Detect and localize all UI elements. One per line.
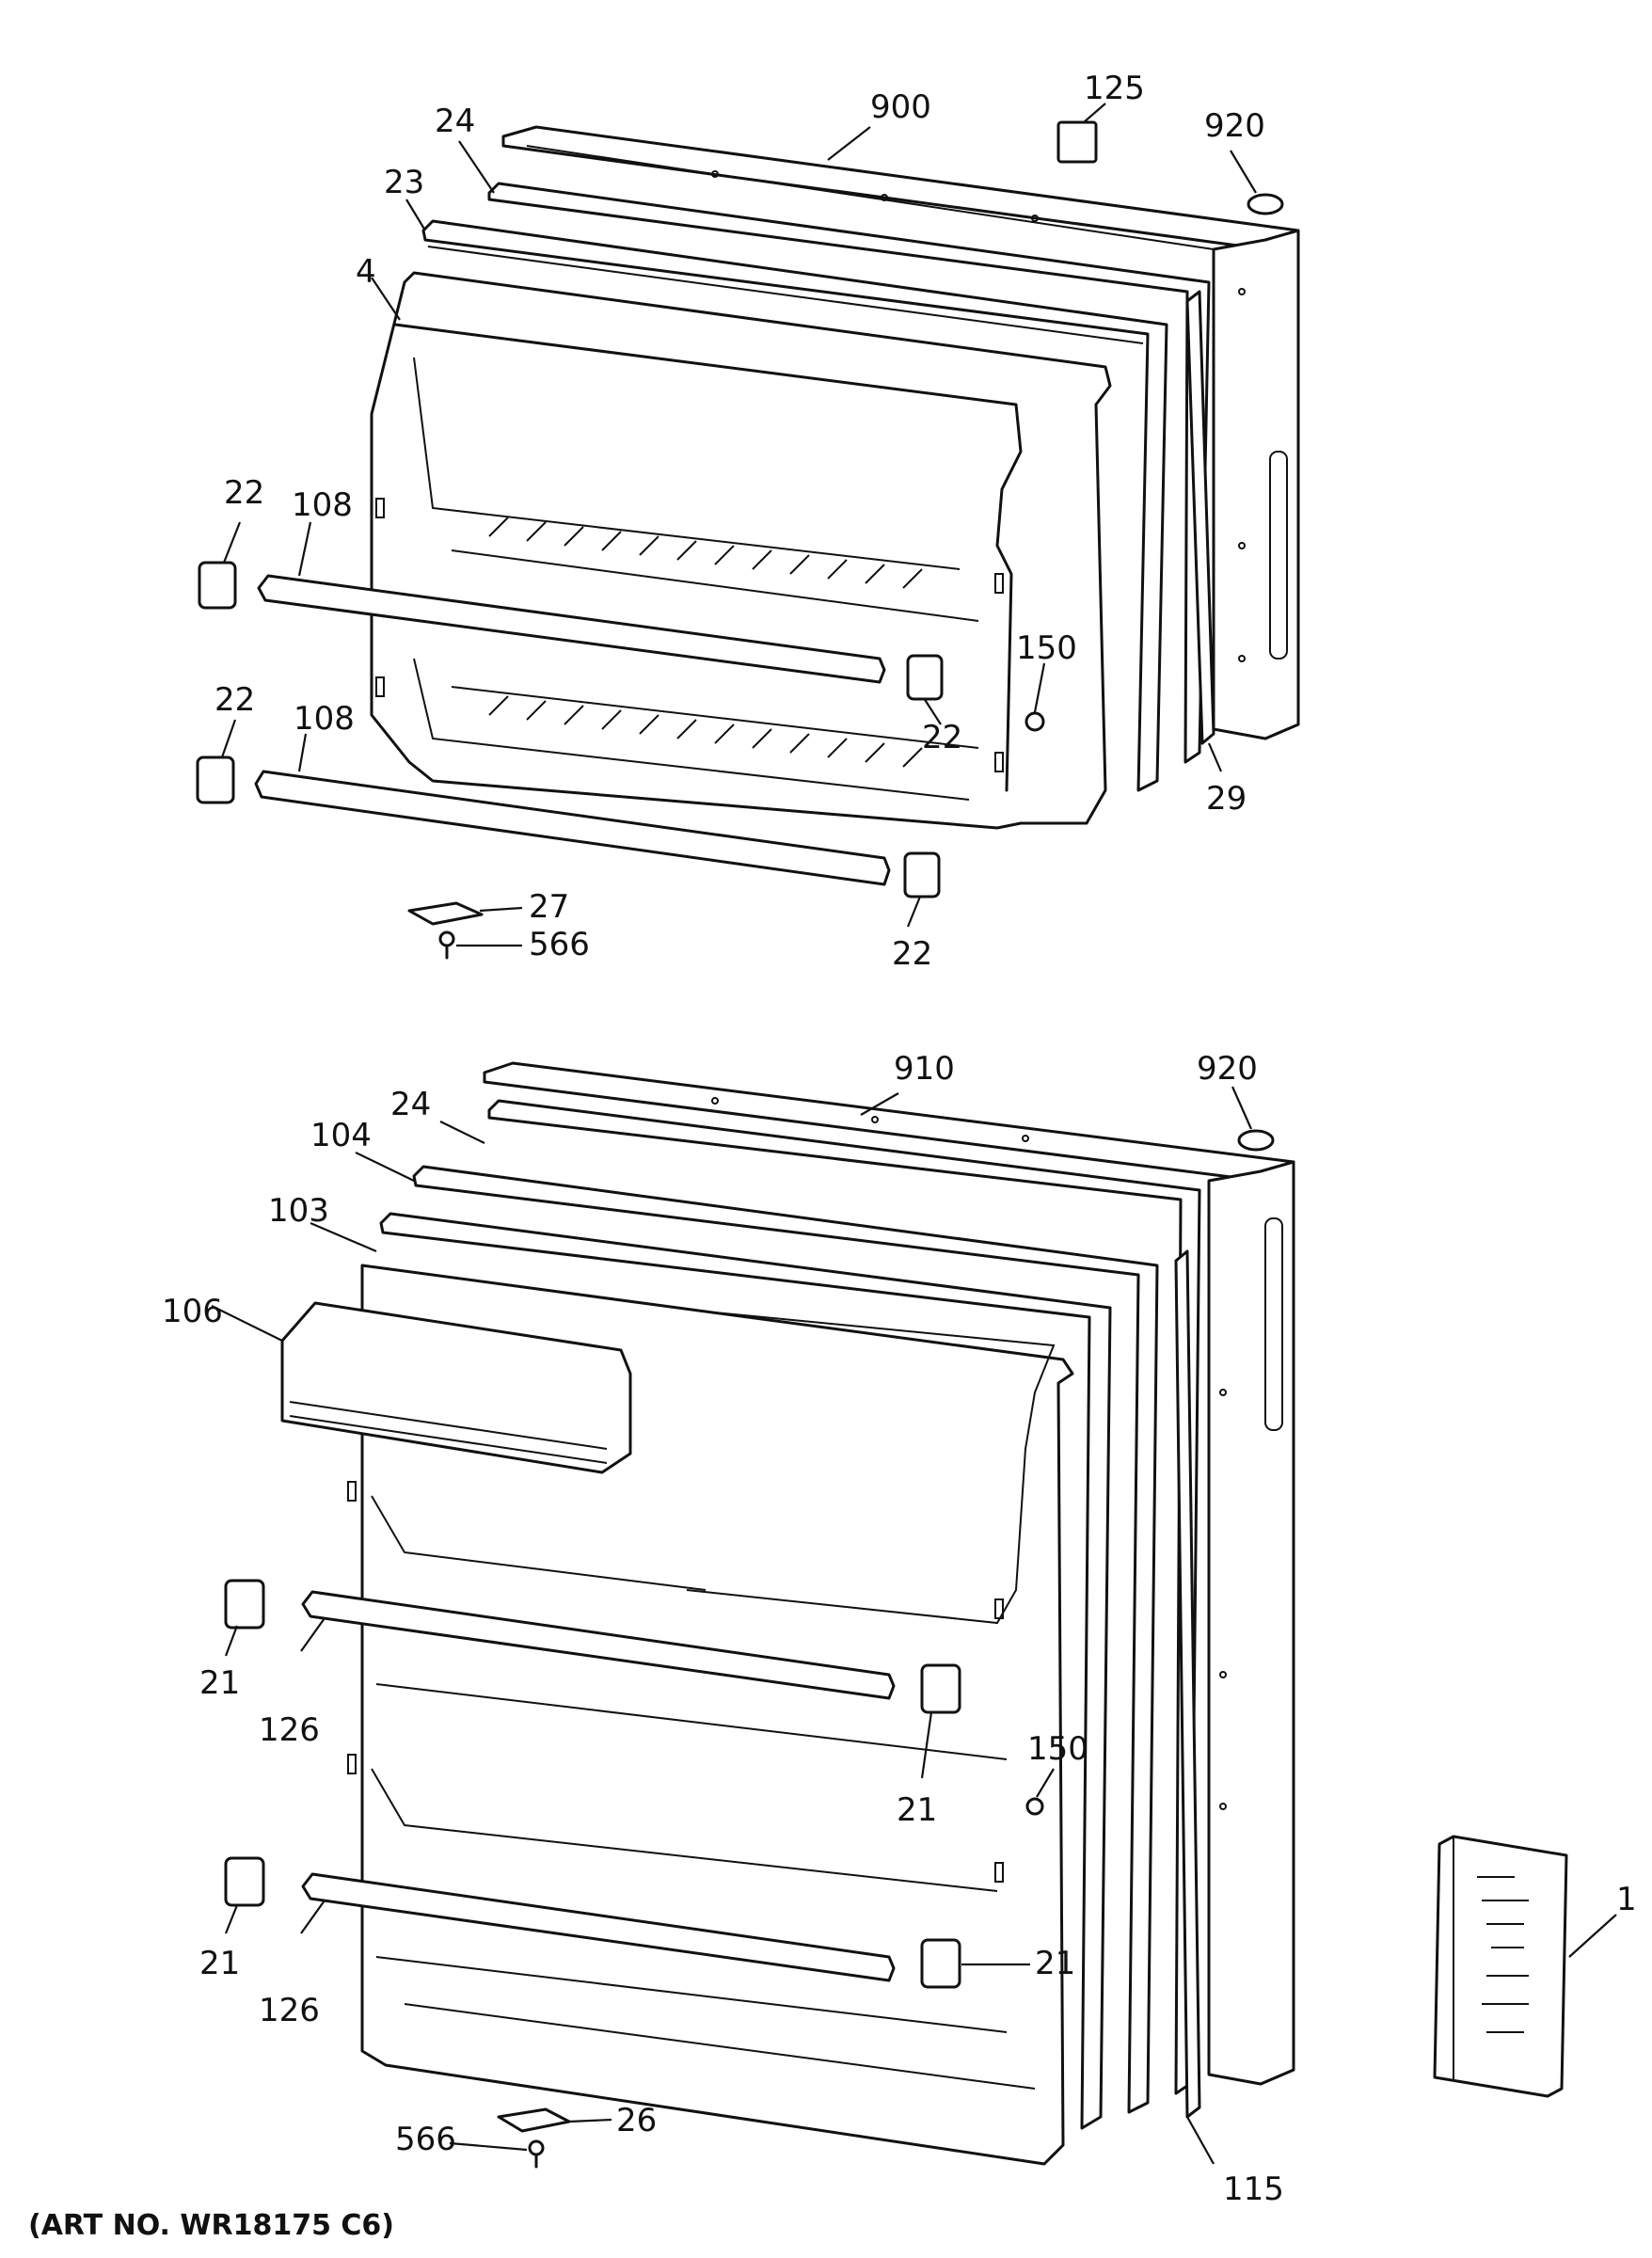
fresh-food-rail-end-cap-right-upper xyxy=(920,1663,961,1714)
fresh-food-door-stop xyxy=(1025,1797,1044,1816)
callout-freezer-gasket: 24 xyxy=(435,103,475,140)
fresh-food-hinge-plate xyxy=(497,2107,571,2133)
fresh-food-outer-door-panel xyxy=(483,1061,1295,2086)
freezer-door-stop xyxy=(1025,711,1045,732)
freezer-outer-door-panel xyxy=(501,125,1300,740)
art-number-label: (ART NO. WR18175 C6) xyxy=(28,2209,394,2242)
fresh-food-door-assembly: 910 920 24 104 103 106 21 126 21 150 21 … xyxy=(162,1050,1637,2208)
callout-fresh-food-screw: 566 xyxy=(395,2121,456,2158)
callout-freezer-nameplate: 125 xyxy=(1084,70,1145,107)
callout-fresh-food-end-cap-left-lower: 21 xyxy=(199,1945,240,1982)
freezer-door-assembly: 900 125 920 24 23 4 22 108 22 108 22 150… xyxy=(196,70,1300,973)
callout-freezer-insulation: 23 xyxy=(384,164,424,201)
callout-fresh-food-end-cap-right-lower: 21 xyxy=(1035,1945,1075,1982)
callout-freezer-door-trim: 29 xyxy=(1206,780,1247,818)
callout-freezer-shelf-rail-lower: 108 xyxy=(294,700,355,738)
freezer-nameplate xyxy=(1056,120,1098,164)
callout-fresh-food-dairy-door: 106 xyxy=(162,1293,223,1330)
freezer-door-liner xyxy=(370,271,1112,830)
freezer-rail-end-cap-left-lower xyxy=(196,755,235,804)
fresh-food-breaker-strip xyxy=(412,1165,1159,2114)
callout-fresh-food-gasket: 24 xyxy=(390,1086,431,1123)
freezer-hinge-plate xyxy=(407,901,484,926)
callout-freezer-hinge-plug: 920 xyxy=(1204,107,1265,145)
callout-fresh-food-shelf-rail-upper: 126 xyxy=(259,1711,320,1749)
freezer-rail-end-cap-right-lower xyxy=(903,851,941,898)
callout-freezer-hinge-plate: 27 xyxy=(529,888,569,926)
freezer-shelf-rail-lower xyxy=(254,770,891,886)
callout-fresh-food-hinge-plate: 26 xyxy=(616,2102,657,2139)
callout-fresh-food-door-trim: 115 xyxy=(1223,2171,1284,2208)
callout-fresh-food-end-cap-right-upper: 21 xyxy=(897,1791,937,1829)
callout-freezer-end-cap-left-lower: 22 xyxy=(214,681,255,719)
callout-freezer-door-liner: 4 xyxy=(356,253,376,291)
freezer-rail-end-cap-left-upper xyxy=(198,561,237,610)
fresh-food-door-liner xyxy=(347,1264,1074,2166)
fresh-food-door-insulation xyxy=(379,1212,1112,2130)
fresh-food-rail-end-cap-right-lower xyxy=(920,1938,961,1989)
freezer-rail-end-cap-right-upper xyxy=(906,654,944,701)
callout-fresh-food-shelf-rail-lower: 126 xyxy=(259,1992,320,2029)
fresh-food-hinge-screw xyxy=(528,2139,545,2169)
callout-owners-manual: 1 xyxy=(1616,1881,1637,1918)
freezer-door-gasket xyxy=(487,182,1211,764)
fresh-food-dairy-door xyxy=(280,1301,632,1474)
callout-freezer-door-stop: 150 xyxy=(1016,629,1077,667)
freezer-hinge-plug xyxy=(1247,193,1284,215)
owners-manual xyxy=(1433,1835,1568,2098)
callout-fresh-food-breaker-strip: 104 xyxy=(310,1117,372,1154)
callout-freezer-shelf-rail-upper: 108 xyxy=(292,486,353,524)
fresh-food-door-gasket xyxy=(487,1099,1201,2095)
callout-freezer-end-cap-left-upper: 22 xyxy=(224,474,264,512)
fresh-food-door-trim xyxy=(1174,1249,1201,2119)
freezer-door-insulation xyxy=(421,219,1168,792)
callout-fresh-food-door-stop: 150 xyxy=(1027,1730,1088,1768)
freezer-door-trim xyxy=(1185,290,1215,745)
fresh-food-shelf-rail-lower xyxy=(301,1872,896,1982)
callout-freezer-outer-door: 900 xyxy=(870,88,931,126)
freezer-hinge-screw xyxy=(438,930,455,960)
callout-freezer-end-cap-right-lower: 22 xyxy=(892,935,932,973)
callout-fresh-food-insulation: 103 xyxy=(268,1192,329,1230)
callout-fresh-food-outer-door: 910 xyxy=(894,1050,955,1088)
callout-freezer-screw: 566 xyxy=(529,926,590,963)
fresh-food-rail-end-cap-left-lower xyxy=(224,1856,265,1907)
callout-freezer-end-cap-right-upper: 22 xyxy=(922,719,962,756)
fresh-food-shelf-rail-upper xyxy=(301,1590,896,1700)
fresh-food-rail-end-cap-left-upper xyxy=(224,1579,265,1630)
fresh-food-hinge-plug xyxy=(1237,1129,1275,1152)
freezer-shelf-rail-upper xyxy=(257,574,886,684)
callout-fresh-food-end-cap-left-upper: 21 xyxy=(199,1664,240,1702)
callout-fresh-food-hinge-plug: 920 xyxy=(1197,1050,1258,1088)
